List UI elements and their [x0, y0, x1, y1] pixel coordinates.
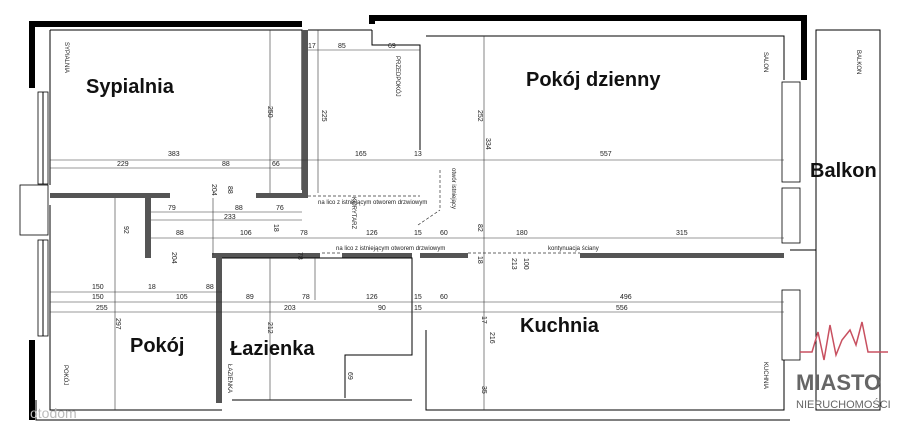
internal-walls: [50, 30, 784, 403]
dim-text: 35: [480, 386, 487, 394]
dim-text: 165: [355, 151, 367, 158]
dim-text: 496: [620, 294, 632, 301]
dim-text: 557: [600, 151, 612, 158]
dim-text: 66: [272, 161, 280, 168]
note-otwor: otwór istniejący: [450, 168, 456, 209]
dim-text: 150: [92, 284, 104, 291]
dim-text: 150: [92, 294, 104, 301]
note-kontynuacja: kontynuacja ściany: [548, 246, 599, 252]
dim-text: 88: [235, 205, 243, 212]
note-lico-1: na lico z istniejącym otworem drzwiowym: [318, 200, 427, 206]
dim-text: 18: [148, 284, 156, 291]
bathroom-outline: [222, 257, 413, 398]
room-label-lazienka: Łazienka: [230, 338, 315, 360]
room-label-pokoj-dzienny: Pokój dzienny: [526, 69, 661, 91]
dim-text: 126: [366, 230, 378, 237]
logo-skyline-icon: [800, 321, 888, 361]
dim-text: 78: [296, 252, 303, 260]
dim-text: 204: [210, 184, 217, 196]
dim-text: 17: [308, 43, 316, 50]
dim-text: 383: [168, 151, 180, 158]
dim-text: 213: [510, 258, 517, 270]
dim-text: 92: [122, 226, 129, 234]
small-label-lazienka: ŁAZIENKA: [226, 364, 232, 393]
room-label-kuchnia: Kuchnia: [520, 315, 600, 337]
dim-text: 78: [300, 230, 308, 237]
small-label-pokoj: POKÓJ: [62, 365, 69, 385]
dim-text: 15: [414, 305, 422, 312]
dim-text: 88: [176, 230, 184, 237]
dim-text: 100: [522, 258, 529, 270]
dim-text: 13: [414, 151, 422, 158]
dim-text: 105: [176, 294, 188, 301]
dim-text: 90: [378, 305, 386, 312]
dim-text: 126: [366, 294, 378, 301]
small-label-kuchnia: KUCHNIA: [762, 362, 768, 389]
small-label-sypialnia: SYPIALNIA: [63, 42, 69, 73]
dim-text: 315: [676, 230, 688, 237]
dim-text: 106: [240, 230, 252, 237]
dim-text: 212: [266, 322, 273, 334]
dim-text: 60: [440, 230, 448, 237]
small-label-balkon: BALKON: [855, 50, 861, 74]
miasto-logo: MIASTO NIERUCHOMOŚCI: [796, 321, 891, 411]
dim-text: 17: [480, 316, 487, 324]
dim-text: 76: [276, 205, 284, 212]
dim-text: 250: [266, 106, 273, 118]
note-lico-2: na lico z istniejącym otworem drzwiowym: [336, 246, 445, 252]
dim-text: 88: [206, 284, 214, 291]
logo-subtitle: NIERUCHOMOŚCI: [796, 398, 891, 411]
dim-text: 79: [168, 205, 176, 212]
dashed-lines: [308, 170, 580, 254]
dim-text: 225: [320, 110, 327, 122]
windows: [19, 81, 801, 361]
dim-text: 252: [476, 110, 483, 122]
outer-walls: [29, 15, 807, 420]
dim-text: 203: [284, 305, 296, 312]
dim-text: 69: [346, 372, 353, 380]
dim-text: 334: [484, 138, 491, 150]
dim-text: 60: [440, 294, 448, 301]
dim-text: 78: [302, 294, 310, 301]
watermark: otodom: [30, 405, 77, 421]
room-label-pokoj: Pokój: [130, 335, 184, 357]
small-label-korytarz: KORYTARZ: [350, 197, 356, 229]
dim-text: 18: [476, 256, 483, 264]
inner-outline: [35, 29, 881, 421]
dim-text: 88: [226, 186, 233, 194]
small-label-salon: SALON: [762, 52, 768, 72]
dim-text: 180: [516, 230, 528, 237]
dim-text: 15: [414, 294, 422, 301]
dim-text: 297: [114, 318, 121, 330]
dim-text: 18: [272, 224, 279, 232]
dim-text: 85: [338, 43, 346, 50]
dim-text: 216: [488, 332, 495, 344]
dim-text: 88: [222, 161, 230, 168]
room-label-balkon: Balkon: [810, 160, 877, 182]
dim-text: 15: [414, 230, 422, 237]
room-label-sypialnia: Sypialnia: [86, 76, 175, 98]
dim-text: 82: [476, 224, 483, 232]
small-label-przedpokoj: PRZEDPOKÓJ: [394, 56, 401, 97]
dim-text: 69: [388, 43, 396, 50]
dim-text: 229: [117, 161, 129, 168]
dimension-lines: [50, 30, 784, 410]
dim-text: 233: [224, 214, 236, 221]
logo-title: MIASTO: [796, 370, 881, 395]
dim-text: 89: [246, 294, 254, 301]
dim-text: 204: [170, 252, 177, 264]
dim-text: 556: [616, 305, 628, 312]
dimension-texts: 17 85 69 250 225 252 334 383 229 88 66 1…: [92, 43, 688, 394]
dim-text: 255: [96, 305, 108, 312]
